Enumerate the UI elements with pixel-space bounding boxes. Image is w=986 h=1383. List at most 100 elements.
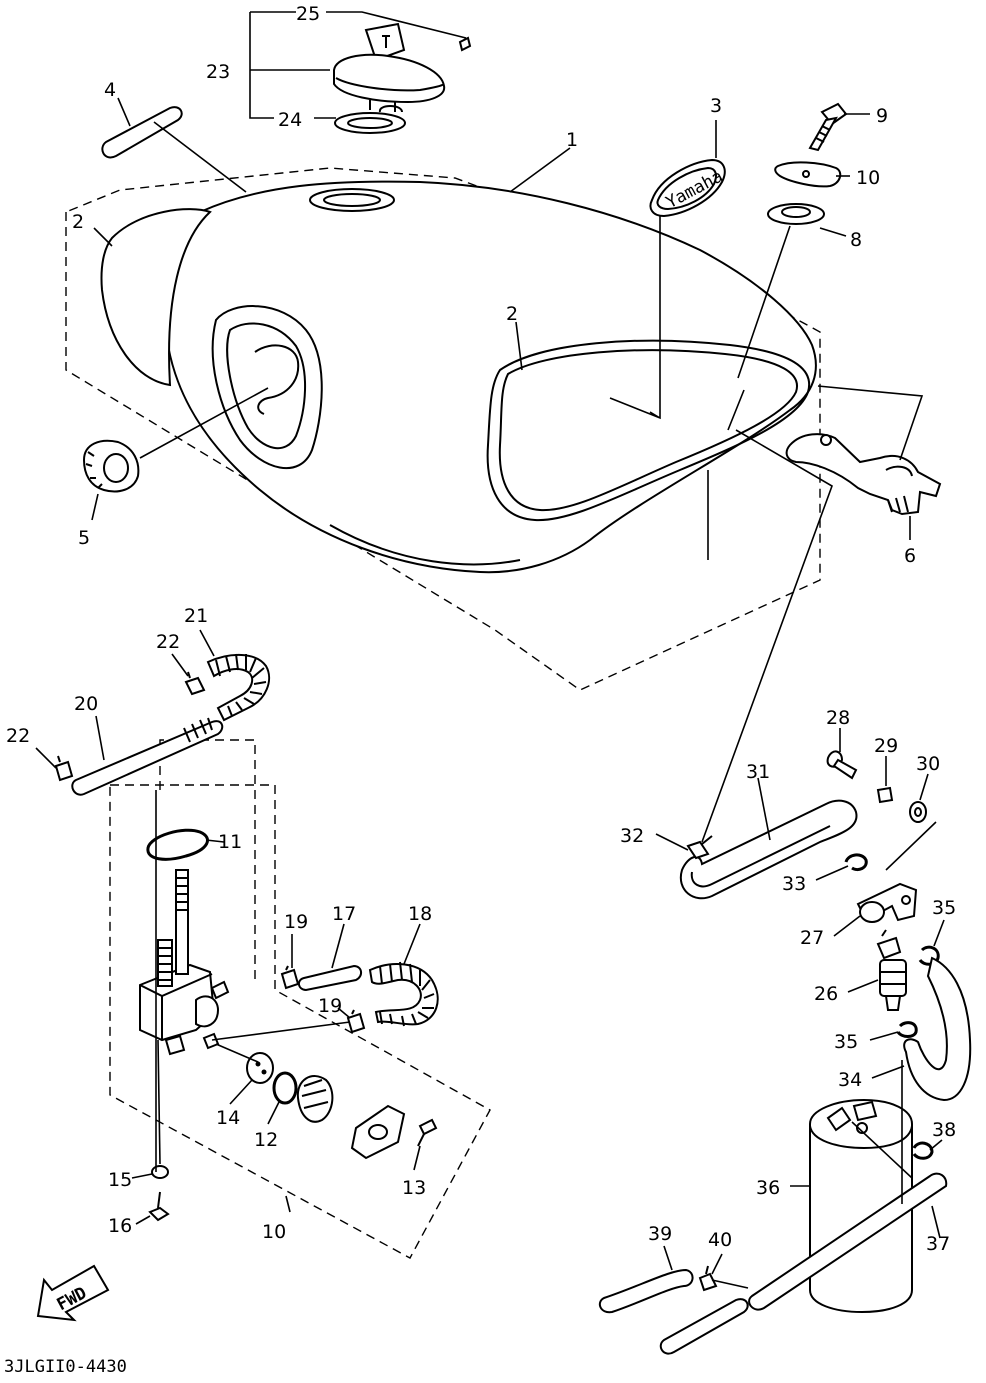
tank-mounting-bracket (785, 433, 942, 516)
tank-knee-recess-left-inner (226, 322, 306, 450)
fuel-tank (163, 180, 817, 574)
callout-39: 39 (648, 1223, 672, 1245)
callout-40: 40 (708, 1229, 732, 1251)
callout-26: 26 (814, 983, 838, 1005)
bolt-28 (826, 750, 858, 780)
callout-5: 5 (78, 527, 90, 549)
callout-7: 8 (850, 229, 862, 251)
callout-17: 17 (332, 903, 356, 925)
clip-35b (896, 1021, 918, 1038)
hose-clamp-40 (698, 1265, 718, 1292)
tank-knee-recess-left (211, 305, 323, 469)
callout-38: 38 (932, 1119, 956, 1141)
tank-cap-nut (82, 439, 140, 493)
collar-30 (909, 801, 927, 823)
callout-36: 36 (756, 1177, 780, 1199)
callout-14: 14 (216, 1107, 240, 1129)
fuel-filter-main (175, 869, 189, 975)
tank-emblem: Yamaha (649, 158, 726, 218)
callout-20: 20 (74, 693, 98, 715)
fuel-petcock (139, 869, 230, 1056)
drain-bolt (148, 1191, 170, 1222)
petcock-lever (296, 1075, 334, 1123)
callout-6: 6 (904, 545, 916, 567)
hose-clamp-19a (280, 965, 300, 990)
petcock-assembly-outline (109, 784, 491, 1259)
hose-clamp-22a (184, 671, 206, 696)
callout-34: 34 (838, 1069, 862, 1091)
callout-29: 29 (874, 735, 898, 757)
callout-4: 4 (104, 79, 116, 101)
filler-opening (309, 188, 395, 212)
drain-washer (151, 1165, 169, 1179)
callout-2-left: 2 (72, 211, 84, 233)
hose-clamp-19b (346, 1009, 366, 1034)
drain-hose (659, 1298, 749, 1355)
callout-10: 10 (262, 1221, 286, 1243)
callout-28: 28 (826, 707, 850, 729)
callout-30: 30 (916, 753, 940, 775)
callout-32: 32 (620, 825, 644, 847)
callout-1: 1 (566, 129, 578, 151)
petcock-link-outline (159, 739, 256, 985)
callout-16: 16 (108, 1215, 132, 1237)
callout-23: 23 (206, 61, 230, 83)
o-ring-11 (146, 828, 209, 861)
rollover-valve-26 (876, 929, 907, 1011)
vent-hose-34 (903, 956, 972, 1102)
tank-assembly-outline (65, 167, 821, 691)
vent-hose-37 (748, 1172, 948, 1311)
petcock-gasket (246, 1052, 274, 1084)
callout-27: 27 (800, 927, 824, 949)
forward-direction-arrow: FWD (36, 1264, 110, 1322)
cap-screw (458, 36, 472, 52)
callout-12: 12 (254, 1129, 278, 1151)
callout-22-upper: 22 (156, 631, 180, 653)
callout-11: 11 (218, 831, 242, 853)
fuel-hose-17 (298, 964, 362, 992)
tank-side-rubber-left (100, 208, 212, 387)
callout-35-lower: 35 (834, 1031, 858, 1053)
callout-35-upper: 35 (932, 897, 956, 919)
callout-24: 24 (278, 109, 302, 131)
hose-clamp-32 (686, 835, 713, 860)
vent-hose-31 (679, 799, 858, 900)
clip-35a (918, 945, 940, 966)
callout-37: 37 (926, 1233, 950, 1255)
vent-hose-39 (598, 1268, 694, 1314)
callout-19-lower: 19 (318, 995, 342, 1017)
callout-2-right: 2 (506, 303, 518, 325)
leader-lines (35, 11, 945, 1289)
hose-clamp-22b (54, 755, 74, 782)
petcock-cover-plate (350, 1104, 406, 1160)
fuel-hose-21 (206, 653, 271, 722)
callout-13: 13 (402, 1177, 426, 1199)
fuel-tank-body (163, 180, 817, 574)
callout-33: 33 (782, 873, 806, 895)
mounting-plate (774, 161, 842, 188)
tank-fuel-inlet (254, 344, 300, 415)
callout-15: 15 (108, 1169, 132, 1191)
tank-side-edge (329, 524, 521, 566)
fuel-cap (333, 53, 446, 104)
fuel-hose-20 (71, 717, 224, 796)
callout-3: 3 (710, 95, 722, 117)
nut-29 (876, 786, 894, 804)
tank-bolt (808, 102, 848, 152)
callout-8: 9 (876, 105, 888, 127)
callout-18: 18 (408, 903, 432, 925)
clip-33 (844, 853, 868, 872)
petcock-screw (417, 1118, 438, 1147)
filler-opening-inner (323, 193, 381, 207)
callout-19-upper: 19 (284, 911, 308, 933)
o-ring-12 (272, 1071, 298, 1105)
callout-21: 21 (184, 605, 208, 627)
fuel-hose-18 (368, 961, 439, 1027)
clip-38 (912, 1141, 934, 1160)
grommet (767, 203, 825, 225)
tank-side-emblem-area (486, 339, 811, 522)
filler-gasket (101, 106, 183, 159)
callout-9: 10 (856, 167, 880, 189)
